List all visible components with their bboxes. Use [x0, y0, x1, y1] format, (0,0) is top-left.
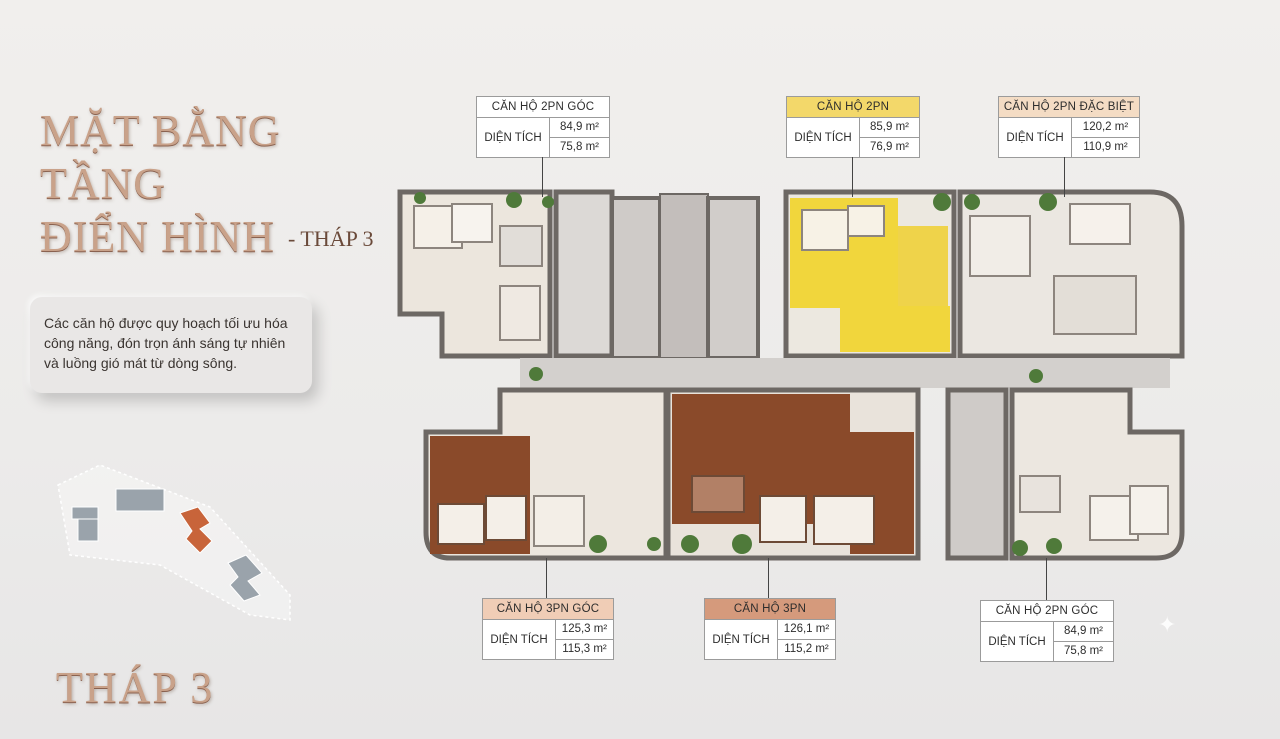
tower-label: THÁP 3 — [56, 663, 215, 712]
area-value-1: 126,1 m² — [783, 623, 830, 635]
area-value-2: 115,2 m² — [778, 639, 835, 659]
area-value-2: 115,3 m² — [556, 639, 613, 659]
tower-2 — [115, 488, 165, 512]
connector-line — [1064, 157, 1065, 197]
unit-name: CĂN HỘ 2PN GÓC — [981, 601, 1113, 622]
tower-3-highlight — [179, 506, 213, 554]
title-line-2: TẦNG — [40, 159, 167, 208]
unit-name: CĂN HỘ 3PN GÓC — [483, 599, 613, 620]
area-label: DIỆN TÍCH — [999, 118, 1072, 157]
connector-line — [768, 558, 769, 598]
unit-2pn-goc-bottom — [1009, 387, 1185, 561]
connector-line — [852, 157, 853, 197]
unit-name: CĂN HỘ 2PN ĐẶC BIỆT — [999, 97, 1139, 118]
area-value-1: 84,9 m² — [1064, 625, 1103, 637]
area-label: DIỆN TÍCH — [981, 622, 1054, 661]
unit-card-2pn-dac-biet: CĂN HỘ 2PN ĐẶC BIỆT DIỆN TÍCH 120,2 m² 1… — [998, 96, 1140, 158]
area-value-2: 75,8 m² — [1054, 641, 1113, 661]
description-card: Các căn hộ được quy hoạch tối ưu hóa côn… — [30, 297, 312, 393]
unit-name: CĂN HỘ 2PN — [787, 97, 919, 118]
tower-4 — [227, 554, 263, 602]
connector-line — [546, 558, 547, 598]
area-label: DIỆN TÍCH — [477, 118, 550, 157]
unit-3pn-goc — [423, 387, 669, 561]
tower-1 — [71, 506, 99, 542]
unit-2pn-dac-biet — [957, 189, 1185, 359]
title-line-1: MẶT BẰNG — [40, 106, 281, 155]
unit-2pn-goc-top — [397, 189, 553, 359]
core-right — [945, 387, 1009, 561]
unit-2pn-yellow — [783, 189, 957, 359]
area-value-1: 84,9 m² — [560, 121, 599, 133]
description-text: Các căn hộ được quy hoạch tối ưu hóa côn… — [44, 315, 288, 371]
unit-name: CĂN HỘ 2PN GÓC — [477, 97, 609, 118]
area-value-2: 76,9 m² — [860, 137, 919, 157]
floor-plan — [397, 189, 1185, 561]
core-left — [553, 189, 760, 360]
area-value-1: 125,3 m² — [561, 623, 608, 635]
unit-card-3pn-goc: CĂN HỘ 3PN GÓC DIỆN TÍCH 125,3 m² 115,3 … — [482, 598, 614, 660]
unit-card-2pn-goc-top: CĂN HỘ 2PN GÓC DIỆN TÍCH 84,9 m² 75,8 m² — [476, 96, 610, 158]
connector-line — [542, 157, 543, 197]
area-value-1: 120,2 m² — [1082, 121, 1129, 133]
area-label: DIỆN TÍCH — [787, 118, 860, 157]
unit-card-2pn-goc-bottom: CĂN HỘ 2PN GÓC DIỆN TÍCH 84,9 m² 75,8 m² — [980, 600, 1114, 662]
title-suffix: - THÁP 3 — [288, 226, 374, 251]
unit-card-3pn: CĂN HỘ 3PN DIỆN TÍCH 126,1 m² 115,2 m² — [704, 598, 836, 660]
area-label: DIỆN TÍCH — [483, 620, 556, 659]
area-label: DIỆN TÍCH — [705, 620, 778, 659]
area-value-2: 75,8 m² — [550, 137, 609, 157]
area-value-1: 85,9 m² — [870, 121, 909, 133]
title-line-3: ĐIỂN HÌNH — [40, 212, 276, 261]
unit-card-2pn: CĂN HỘ 2PN DIỆN TÍCH 85,9 m² 76,9 m² — [786, 96, 920, 158]
connector-line — [1046, 558, 1047, 600]
plants — [414, 192, 1062, 556]
corridor — [520, 358, 1170, 388]
area-value-2: 110,9 m² — [1072, 137, 1139, 157]
sparkle-icon: ✦ — [1158, 612, 1177, 637]
unit-3pn — [665, 387, 921, 561]
unit-name: CĂN HỘ 3PN — [705, 599, 835, 620]
site-map — [57, 464, 291, 621]
